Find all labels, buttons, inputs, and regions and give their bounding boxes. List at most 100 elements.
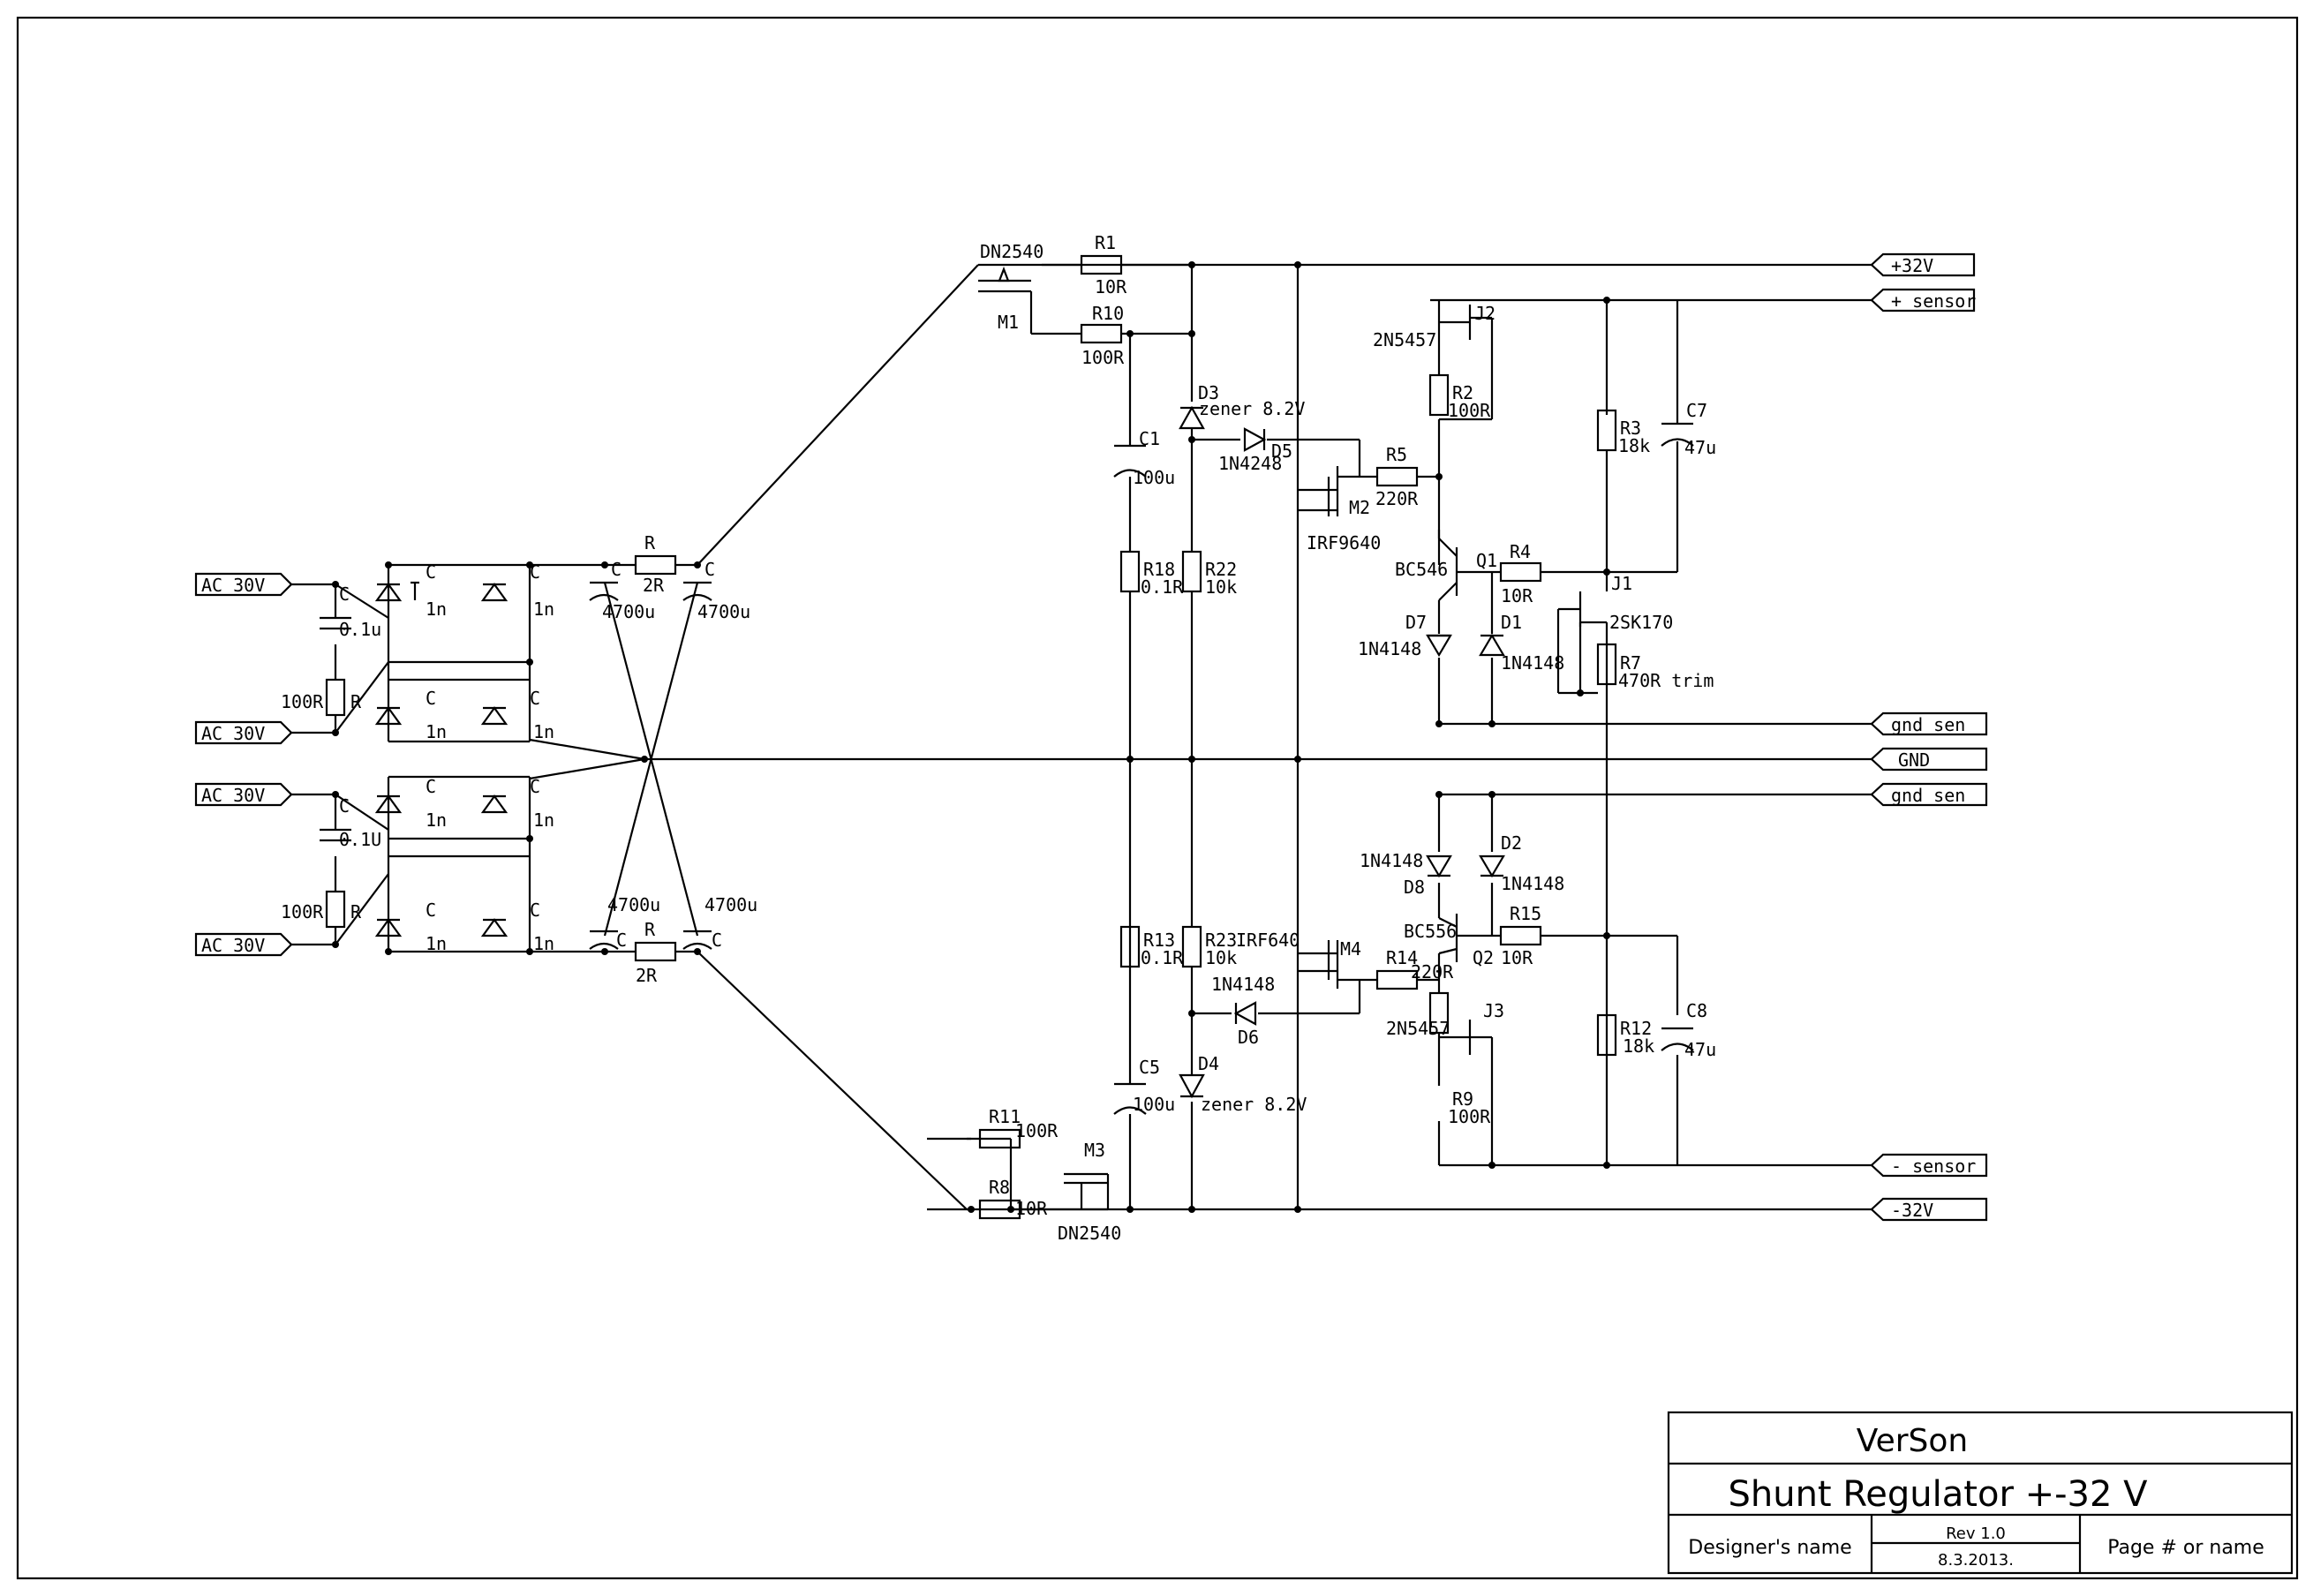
jfet-j2 [1439,305,1472,340]
ac-input-1: AC 30V [201,575,265,596]
port-gnd: GND [1898,749,1930,771]
label: R22 [1205,559,1237,580]
bridge-rectifier-1 [374,581,509,726]
label: M3 [1084,1140,1105,1161]
label: zener 8.2V [1199,398,1305,419]
capacitor-cbot2 [682,930,712,950]
diode-d5 [1243,427,1267,452]
label: 1n [533,721,554,742]
mosfet-m1 [978,266,1031,293]
port-gnd-sen-1: gnd sen [1891,714,1965,735]
bjt-q1 [1438,538,1458,601]
label: C [426,776,436,797]
label: J2 [1474,303,1496,324]
resistor-r12 [1596,1013,1617,1057]
resistor-snubber-2 [325,890,346,929]
label: 100R [1448,1106,1491,1127]
label: 1N4148 [1360,850,1423,871]
label: 4700u [607,894,660,915]
resistor-snubber-1 [325,678,346,717]
company-name: VerSon [1857,1423,1968,1459]
label: 1N4148 [1501,652,1564,674]
label: C [339,583,350,605]
label: R12 [1620,1018,1652,1039]
label: DN2540 [980,241,1043,262]
label: C [530,688,540,709]
label: R1 [1095,232,1116,253]
resistor-r-top [634,554,677,576]
mosfet-m4 [1327,940,1339,989]
label: C5 [1139,1057,1160,1078]
title-block: VerSon Shunt Regulator +-32 V Designer's… [1667,1411,2294,1575]
drawing-title: Shunt Regulator +-32 V [1728,1474,2148,1515]
label: D2 [1501,832,1522,854]
label: Q1 [1476,550,1497,571]
date: 8.3.2013. [1938,1551,2014,1570]
capacitor-ctop1 [589,581,619,601]
label: 1n [426,721,447,742]
port-minus-sensor: - sensor [1891,1156,1976,1177]
label: R [644,919,656,940]
capacitor-snubber-1 [320,616,351,630]
label: 1N4248 [1218,453,1282,474]
capacitor-c8 [1661,1027,1694,1051]
resistor-r10 [1080,323,1123,344]
label: C [530,900,540,921]
label: C [611,559,622,580]
label: D8 [1404,877,1425,898]
label: R14 [1386,947,1418,968]
label: C [339,795,350,817]
label: R4 [1510,541,1531,562]
label: 2R [636,965,658,986]
label: 18k [1618,435,1650,456]
resistor-r18 [1119,550,1141,593]
label: 1N4148 [1358,638,1421,659]
label: 2R [643,575,665,596]
label: BC546 [1395,559,1448,580]
label: 1n [426,598,447,620]
label: 4700u [704,894,757,915]
ac-input-4: AC 30V [201,935,265,956]
resistor-r15 [1499,925,1542,946]
resistor-r23 [1181,925,1202,968]
label: C [530,776,540,797]
label: 47u [1684,437,1716,458]
label: R15 [1510,903,1541,924]
label: 10R [1015,1198,1048,1219]
label: 100u [1133,1094,1175,1115]
resistor-r1 [1080,254,1123,275]
jfet-j3 [1439,1020,1472,1055]
capacitor-c1 [1113,444,1147,478]
label: J1 [1611,573,1632,594]
jfet-j1 [1558,591,1582,627]
resistor-r13 [1119,925,1141,968]
label: 1n [426,809,447,831]
bridge-rectifier-2 [374,794,509,937]
label: 0.1R [1141,576,1184,598]
resistor-r8 [978,1199,1021,1220]
label: 4700u [602,601,655,622]
label: 1n [426,933,447,954]
mosfet-m2 [1327,466,1339,516]
label: 100R [281,901,324,922]
label: 100R [1015,1120,1059,1141]
label: 2N5457 [1373,329,1436,350]
port-minus32: -32V [1891,1200,1933,1221]
label: BC556 [1404,921,1457,942]
resistor-r11 [978,1128,1021,1149]
label: 100R [1081,347,1125,368]
label: R23 [1205,930,1237,951]
label: R10 [1092,303,1124,324]
label: C [530,561,540,583]
label: C [616,930,627,951]
ac-input-3: AC 30V [201,785,265,806]
label: R11 [989,1106,1021,1127]
resistor-r14 [1375,969,1419,990]
capacitor-c7 [1661,422,1694,447]
label: 1n [533,933,554,954]
zener-d3 [1179,405,1205,430]
diode-d6 [1233,1001,1257,1026]
label: C [712,930,722,951]
ac-input-ports: AC 30V AC 30V AC 30V AC 30V [194,572,293,957]
